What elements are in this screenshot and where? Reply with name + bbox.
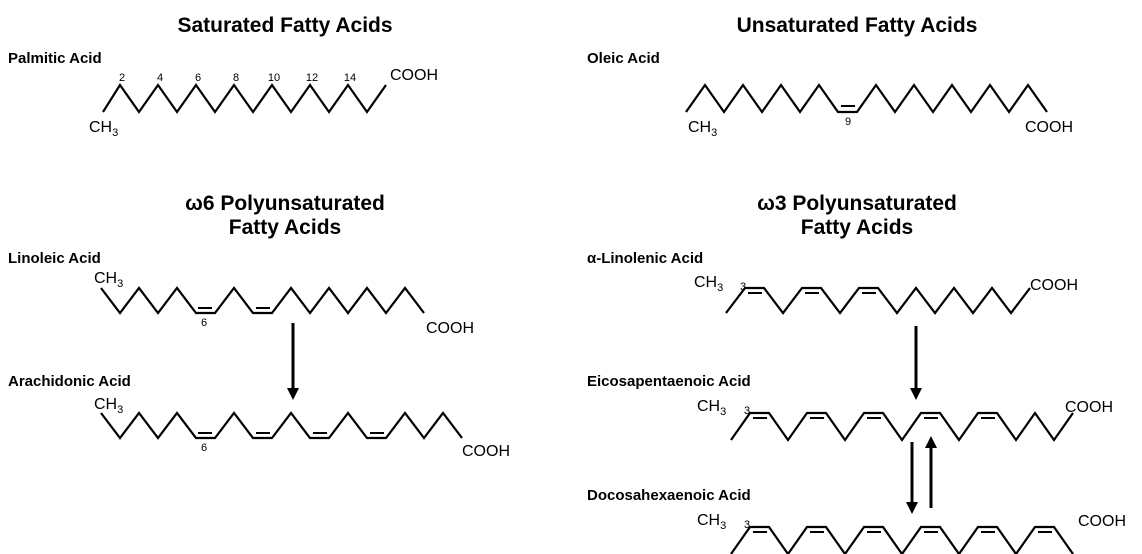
carbon-number-4: 4 <box>157 72 163 84</box>
docosahexaenoic-acid-structure: CH3 3 COOH <box>697 512 1126 554</box>
palmitic-carboxyl-group: COOH <box>390 67 438 84</box>
arachidonic-position-6: 6 <box>201 442 207 454</box>
eicosapentaenoic-acid-chain <box>730 411 1074 442</box>
epa-carboxyl-group: COOH <box>1065 399 1113 416</box>
alpha-linolenic-acid-structure: CH3 3 COOH <box>694 274 1078 315</box>
epa-methyl-group: CH3 <box>697 398 726 418</box>
oleic-methyl-group: CH3 <box>688 119 717 139</box>
dha-carboxyl-group: COOH <box>1078 513 1126 530</box>
docosahexaenoic-acid-name: Docosahexaenoic Acid <box>587 487 751 504</box>
arachidonic-acid-chain <box>100 411 463 440</box>
linoleic-acid-structure: 6 CH3 COOH <box>94 270 474 337</box>
eicosapentaenoic-acid-name: Eicosapentaenoic Acid <box>587 373 751 390</box>
heading-saturated: Saturated Fatty Acids <box>177 14 392 37</box>
oleic-acid-chain <box>685 83 1048 114</box>
alpha-linolenic-acid-name: α-Linolenic Acid <box>587 250 703 267</box>
arachidonic-carboxyl-group: COOH <box>462 443 510 460</box>
carbon-number-12: 12 <box>306 72 318 84</box>
heading-omega6-line2: Fatty Acids <box>229 216 341 239</box>
palmitic-acid-structure: CH3 COOH 2 4 6 8 10 12 14 <box>89 67 438 139</box>
oleic-acid-name: Oleic Acid <box>587 50 660 67</box>
carbon-number-8: 8 <box>233 72 239 84</box>
heading-unsaturated: Unsaturated Fatty Acids <box>737 14 978 37</box>
alpha-linolenic-methyl-group: CH3 <box>694 274 723 294</box>
arachidonic-acid-name: Arachidonic Acid <box>8 373 131 390</box>
linoleic-carboxyl-group: COOH <box>426 320 474 337</box>
palmitic-acid-chain <box>102 83 387 114</box>
dha-methyl-group: CH3 <box>697 512 726 532</box>
oleic-acid-structure: 9 CH3 COOH <box>685 83 1073 139</box>
palmitic-methyl-group: CH3 <box>89 119 118 139</box>
eicosapentaenoic-acid-structure: CH3 3 COOH <box>697 398 1113 442</box>
alpha-linolenic-acid-chain <box>725 286 1031 315</box>
carbon-number-6: 6 <box>195 72 201 84</box>
epa-position-3: 3 <box>744 405 750 417</box>
linoleic-methyl-group: CH3 <box>94 270 123 290</box>
palmitic-acid-name: Palmitic Acid <box>8 50 102 67</box>
carbon-number-14: 14 <box>344 72 356 84</box>
linoleic-acid-chain <box>100 286 425 315</box>
alpha-linolenic-carboxyl-group: COOH <box>1030 277 1078 294</box>
carbon-number-2: 2 <box>119 72 125 84</box>
carbon-number-10: 10 <box>268 72 280 84</box>
oleic-position-9: 9 <box>845 116 851 128</box>
heading-omega6-line1: ω6 Polyunsaturated <box>185 192 385 215</box>
docosahexaenoic-acid-chain <box>730 525 1074 554</box>
heading-omega3-line1: ω3 Polyunsaturated <box>757 192 957 215</box>
oleic-carboxyl-group: COOH <box>1025 119 1073 136</box>
arachidonic-acid-structure: 6 CH3 COOH <box>94 396 510 460</box>
linoleic-position-6: 6 <box>201 317 207 329</box>
alpha-linolenic-position-3: 3 <box>740 281 746 293</box>
linoleic-acid-name: Linoleic Acid <box>8 250 101 267</box>
heading-omega3-line2: Fatty Acids <box>801 216 913 239</box>
dha-position-3: 3 <box>744 519 750 531</box>
arachidonic-methyl-group: CH3 <box>94 396 123 416</box>
